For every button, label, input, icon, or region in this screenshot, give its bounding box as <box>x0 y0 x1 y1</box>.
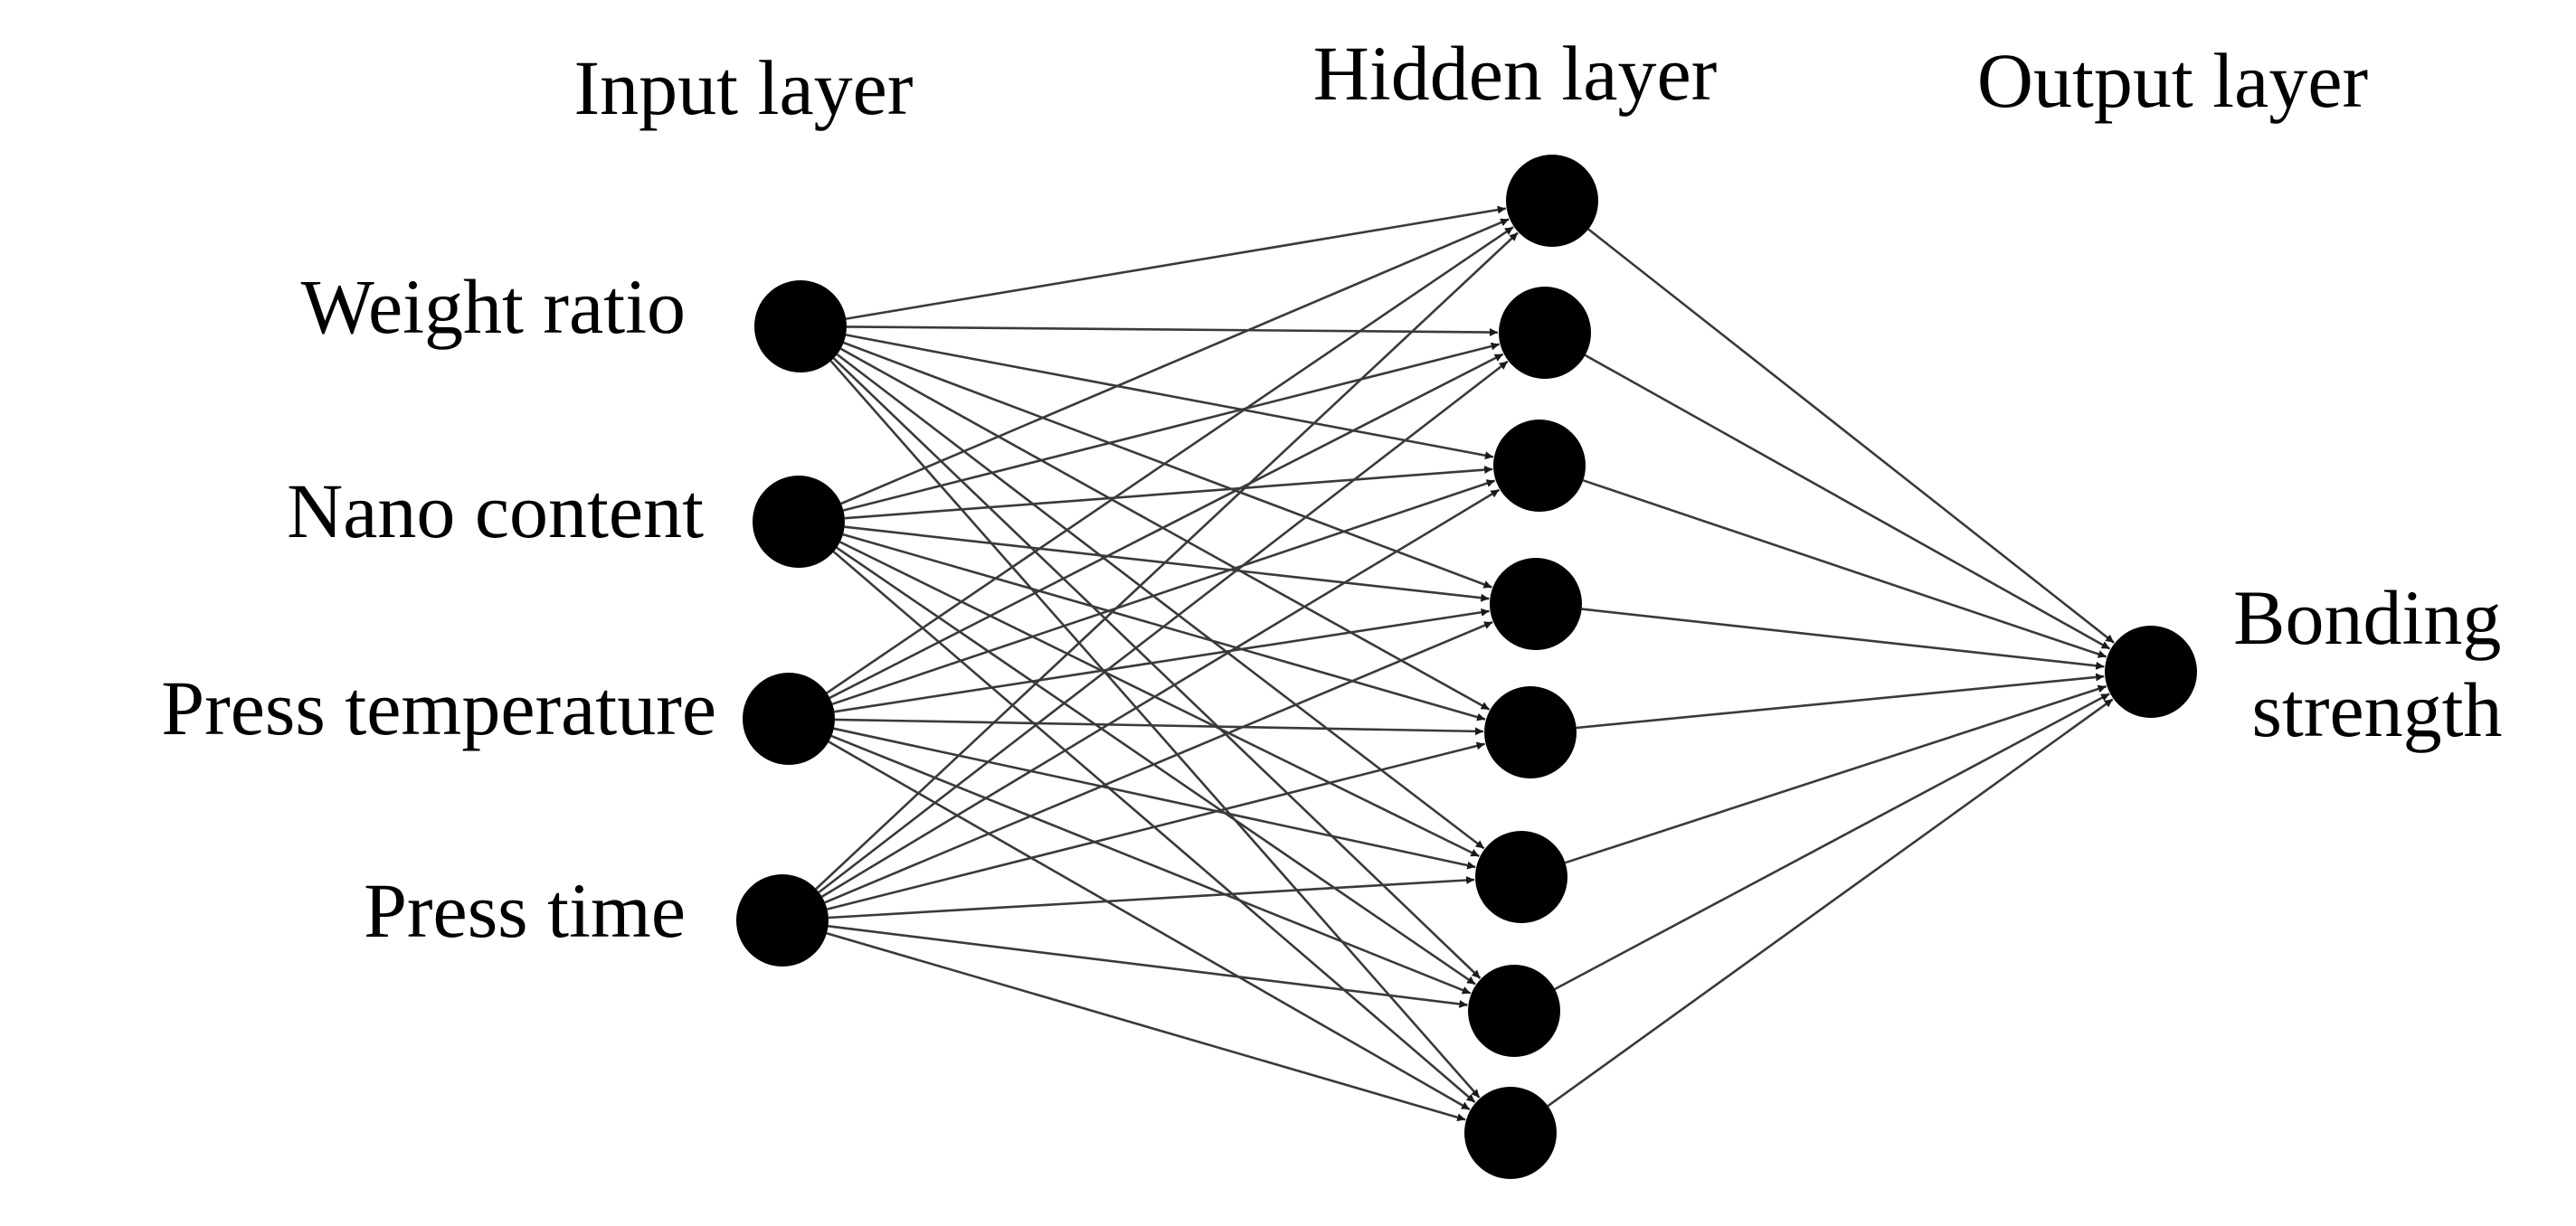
hidden-node-5 <box>1484 686 1577 778</box>
input-node-2 <box>753 476 845 568</box>
edge-input-4-to-hidden-2 <box>818 360 1509 893</box>
output-label-line-2: strength <box>2251 666 2502 753</box>
edge-hidden-7-to-output <box>1554 693 2110 991</box>
edge-input-4-to-hidden-5 <box>827 741 1485 910</box>
edge-input-1-to-hidden-5 <box>839 347 1491 711</box>
edge-hidden-6-to-output <box>1565 684 2107 864</box>
edge-hidden-4-to-output <box>1581 608 2105 670</box>
hidden-node-2 <box>1499 287 1591 379</box>
hidden-layer-title: Hidden layer <box>1313 30 1718 117</box>
edge-hidden-3-to-output <box>1582 479 2107 658</box>
output-label-line-1: Bonding <box>2233 574 2501 661</box>
edge-input-3-to-hidden-3 <box>831 479 1496 705</box>
neurons <box>736 155 2197 1179</box>
input-node-4 <box>736 874 829 967</box>
edge-input-4-to-hidden-8 <box>826 932 1466 1122</box>
input-label-weight-ratio: Weight ratio <box>301 263 686 350</box>
input-label-press-time: Press time <box>364 867 686 954</box>
edge-input-2-to-hidden-6 <box>839 541 1480 858</box>
input-node-3 <box>743 673 835 765</box>
edge-input-3-to-hidden-7 <box>830 734 1472 995</box>
edge-input-3-to-hidden-6 <box>833 727 1476 870</box>
edge-input-2-to-hidden-4 <box>844 525 1490 602</box>
edge-input-4-to-hidden-4 <box>824 620 1493 904</box>
edge-hidden-1-to-output <box>1587 228 2115 644</box>
connections <box>815 205 2115 1122</box>
edge-hidden-8-to-output <box>1547 698 2114 1108</box>
edge-input-2-to-hidden-3 <box>844 466 1493 520</box>
input-label-press-temperature: Press temperature <box>161 665 716 751</box>
input-node-1 <box>754 280 847 373</box>
edge-input-1-to-hidden-1 <box>846 205 1506 320</box>
edge-input-1-to-hidden-3 <box>845 334 1494 460</box>
edge-input-3-to-hidden-2 <box>829 353 1504 699</box>
edge-input-2-to-hidden-2 <box>843 342 1500 512</box>
edge-input-4-to-hidden-1 <box>815 231 1519 891</box>
edge-input-3-to-hidden-5 <box>834 718 1484 736</box>
hidden-node-1 <box>1506 155 1598 247</box>
edge-input-4-to-hidden-3 <box>821 488 1501 898</box>
edge-input-3-to-hidden-1 <box>826 226 1514 694</box>
output-label: Bonding strength <box>2233 574 2521 753</box>
hidden-node-8 <box>1464 1087 1557 1179</box>
hidden-node-3 <box>1493 420 1586 512</box>
edge-input-1-to-hidden-6 <box>836 353 1485 850</box>
edge-input-3-to-hidden-4 <box>834 608 1490 713</box>
hidden-node-6 <box>1475 831 1567 923</box>
edge-input-4-to-hidden-6 <box>828 876 1475 920</box>
edge-input-2-to-hidden-1 <box>840 218 1510 505</box>
edge-input-1-to-hidden-8 <box>829 360 1481 1099</box>
edge-hidden-5-to-output <box>1576 673 2105 730</box>
hidden-node-4 <box>1490 558 1582 650</box>
hidden-node-7 <box>1468 965 1560 1057</box>
edge-input-4-to-hidden-7 <box>828 925 1468 1008</box>
output-node <box>2105 626 2197 718</box>
edge-input-1-to-hidden-2 <box>846 325 1499 337</box>
output-layer-title: Output layer <box>1977 37 2368 124</box>
input-label-nano-content: Nano content <box>287 467 704 554</box>
edge-input-1-to-hidden-4 <box>843 341 1492 589</box>
edge-hidden-2-to-output <box>1584 354 2111 650</box>
input-layer-title: Input layer <box>574 44 914 131</box>
edge-input-2-to-hidden-7 <box>836 546 1476 986</box>
